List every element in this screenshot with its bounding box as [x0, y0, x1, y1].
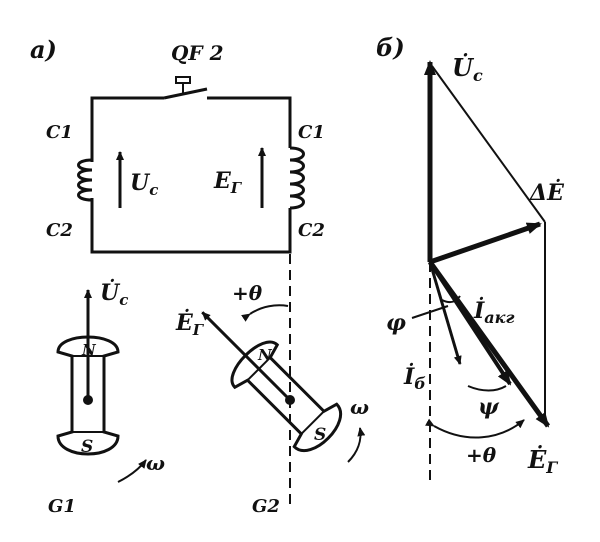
i-akg-label: İакг — [473, 296, 515, 327]
rotor2-pole-n: N — [257, 346, 273, 364]
coil-right — [289, 146, 305, 210]
i-b-label: İб — [403, 362, 426, 393]
rotor2-body — [230, 340, 343, 453]
psi-arc — [467, 385, 507, 392]
switch-blade — [163, 87, 208, 100]
delta-e-label: ΔĖ — [529, 178, 565, 206]
switch-label: QF 2 — [171, 41, 224, 65]
coil-left-bottom-label: C2 — [46, 220, 73, 241]
theta-label-b: +θ — [466, 443, 497, 467]
rotor-g2 — [201, 311, 343, 453]
rotor1-vector-label: U̇c — [100, 280, 128, 309]
panel-b-label: б) — [376, 33, 405, 62]
eg-phasor-label: ĖГ — [527, 445, 558, 477]
wire-top-right — [207, 96, 292, 148]
rotor2-vector-label: ĖГ — [175, 308, 205, 339]
coil-right-bottom-label: C2 — [298, 220, 325, 241]
i-akg-phasor — [428, 260, 512, 386]
rotor2-shaft — [285, 395, 295, 405]
coil-left-top-label: C1 — [46, 122, 73, 143]
coil-left — [77, 158, 93, 202]
rotor1-pole-s: S — [81, 437, 93, 457]
uc-phasor-label: U̇c — [452, 53, 483, 85]
uc-to-delta-line — [431, 65, 546, 223]
phi-leader — [411, 305, 449, 319]
coil-right-top-label: C1 — [298, 122, 325, 143]
delta-e-phasor — [429, 221, 542, 265]
rotor2-pole-s: S — [314, 425, 326, 445]
g2-label: G2 — [252, 496, 280, 517]
phi-arc — [441, 295, 461, 304]
panel-a-label: а) — [30, 35, 57, 64]
switch-actuator — [175, 76, 191, 84]
omega1-label: ω — [146, 451, 165, 475]
rotor1-body — [56, 335, 120, 456]
omega2-label: ω — [350, 395, 369, 419]
theta-arc-a — [241, 304, 289, 322]
i-b-phasor — [428, 261, 462, 365]
rotor2-rotation-arrow — [347, 427, 366, 463]
wire-bottom — [90, 198, 292, 254]
eg-circuit-label: EГ — [213, 168, 243, 197]
phi-label: φ — [386, 310, 406, 336]
rotor1-pole-n: N — [81, 341, 97, 359]
wire-top-left — [90, 96, 164, 162]
rotor-g1 — [56, 289, 120, 456]
psi-label: ψ — [478, 394, 500, 420]
g1-label: G1 — [48, 496, 76, 517]
theta-label-a: +θ — [232, 281, 263, 305]
rotor1-rotation-arrow — [117, 459, 147, 483]
rotor1-shaft — [83, 395, 93, 405]
theta-arc-b — [425, 418, 525, 439]
uc-circuit-label: Uc — [130, 170, 158, 199]
circuit-loop — [90, 76, 292, 254]
